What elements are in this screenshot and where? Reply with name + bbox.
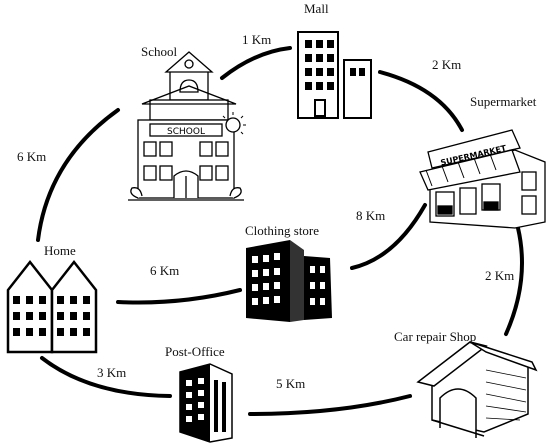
distance-home-school: 6 Km — [17, 149, 47, 164]
svg-text:SCHOOL: SCHOOL — [167, 127, 205, 137]
car-repair-shop-icon — [416, 341, 538, 438]
road-school-mall — [220, 46, 292, 80]
road-home-school — [36, 108, 120, 242]
distance-postoffice-carrepair: 5 Km — [276, 376, 306, 391]
post-office-label: Post-Office — [165, 344, 225, 359]
distance-school-mall: 1 Km — [242, 32, 272, 47]
home-building-icon — [6, 259, 98, 354]
road-supermarket-clothing — [350, 203, 427, 270]
school-building-icon: SCHOOL — [128, 51, 246, 201]
mall-building-icon — [297, 31, 372, 119]
road-postoffice-carrepair — [248, 394, 412, 416]
distance-mall-supermarket: 2 Km — [432, 57, 462, 72]
clothing-store-building-icon — [246, 240, 332, 322]
distance-supermarket-clothing: 8 Km — [356, 208, 386, 223]
school-label: School — [141, 44, 178, 59]
distance-supermarket-carrepair: 2 Km — [485, 268, 515, 283]
distance-home-postoffice: 3 Km — [97, 365, 127, 380]
mall-label: Mall — [304, 1, 329, 16]
supermarket-building-icon: SUPERMARKET — [419, 129, 546, 229]
road-supermarket-carrepair — [504, 226, 524, 336]
road-home-postoffice — [40, 356, 172, 398]
clothing-store-label: Clothing store — [245, 223, 320, 238]
distance-home-clothing: 6 Km — [150, 263, 180, 278]
home-label: Home — [44, 243, 76, 258]
supermarket-label: Supermarket — [470, 94, 537, 109]
post-office-building-icon — [179, 363, 233, 443]
car-repair-shop-label: Car repair Shop — [394, 329, 477, 344]
road-mall-supermarket — [378, 70, 464, 132]
road-home-clothing — [116, 288, 242, 305]
